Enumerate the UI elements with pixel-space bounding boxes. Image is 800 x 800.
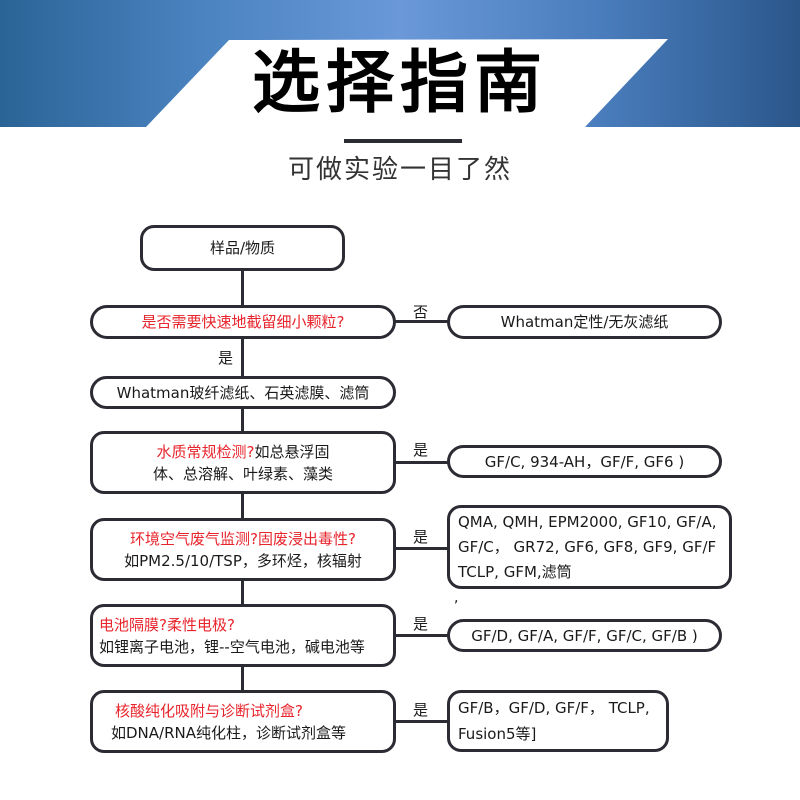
node-water-quality: 水质常规检测?如总悬浮固 体、总溶解、叶绿素、藻类 bbox=[90, 431, 396, 494]
connector-water-air bbox=[241, 493, 244, 519]
node-q1-no-result: Whatman定性/无灰滤纸 bbox=[447, 305, 722, 339]
node-q1-yes-result: Whatman玻纤滤纸、石英滤膜、滤筒 bbox=[90, 376, 396, 409]
node-battery-result-label: GF/D, GF/A, GF/F, GF/C, GF/B ) bbox=[471, 626, 698, 645]
connector-start-q1 bbox=[241, 270, 244, 306]
node-nucleic-question: 核酸纯化吸附与诊断试剂盒? bbox=[115, 701, 303, 720]
title-divider bbox=[344, 139, 462, 143]
node-water-result-label: GF/C, 934-AH，GF/F, GF6 ) bbox=[484, 452, 685, 471]
edge-label-yes-battery: 是 bbox=[413, 615, 429, 633]
page-title: 选择指南 bbox=[251, 44, 548, 123]
node-water-question: 水质常规检测? bbox=[156, 442, 255, 461]
node-air-result-line3: TCLP, GFM,滤筒 bbox=[458, 562, 572, 581]
edge-label-yes-q1: 是 bbox=[218, 349, 234, 367]
page-subtitle: 可做实验一目了然 bbox=[287, 155, 512, 185]
node-q1-no-result-label: Whatman定性/无灰滤纸 bbox=[500, 313, 669, 331]
connector-water-result bbox=[395, 461, 448, 464]
edge-label-yes-water: 是 bbox=[413, 441, 429, 459]
node-q1-question: 是否需要快速地截留细小颗粒? bbox=[90, 305, 396, 339]
stray-comma: , bbox=[454, 590, 459, 606]
node-air-result-line1: QMA, QMH, EPM2000, GF10, GF/A, bbox=[458, 512, 717, 531]
node-nucleic-detail: 如DNA/RNA纯化柱，诊断试剂盒等 bbox=[111, 723, 346, 742]
node-sample-label: 样品/物质 bbox=[209, 239, 276, 257]
edge-label-yes-air: 是 bbox=[413, 528, 429, 546]
node-nucleic-result-line2: Fusion5等] bbox=[458, 725, 537, 743]
connector-nucleic-result bbox=[395, 720, 448, 723]
node-air-result-line2: GF/C， GR72, GF6, GF8, GF9, GF/F bbox=[458, 537, 717, 556]
node-battery-detail: 如锂离子电池，锂--空气电池，碱电池等 bbox=[99, 637, 365, 656]
node-battery-result: GF/D, GF/A, GF/F, GF/C, GF/B ) bbox=[447, 619, 722, 652]
title-panel bbox=[146, 39, 668, 127]
node-water-detail-inline: 如总悬浮固 bbox=[254, 442, 330, 461]
node-q1-yes-result-label: Whatman玻纤滤纸、石英滤膜、滤筒 bbox=[116, 383, 370, 402]
node-sample: 样品/物质 bbox=[140, 225, 345, 271]
node-air-monitoring: 环境空气废气监测?固废浸出毒性? 如PM2.5/10/TSP，多环烃，核辐射 bbox=[90, 518, 396, 581]
connector-glass-water bbox=[241, 408, 244, 432]
node-water-line1: 水质常规检测?如总悬浮固 bbox=[157, 441, 330, 463]
node-q1-label: 是否需要快速地截留细小颗粒? bbox=[141, 313, 345, 331]
connector-battery-nucleic bbox=[241, 666, 244, 691]
node-battery: 电池隔膜?柔性电极? 如锂离子电池，锂--空气电池，碱电池等 bbox=[90, 604, 396, 667]
node-air-detail: 如PM2.5/10/TSP，多环烃，核辐射 bbox=[124, 551, 362, 570]
node-water-result: GF/C, 934-AH，GF/F, GF6 ) bbox=[447, 445, 722, 478]
node-nucleic-acid: 核酸纯化吸附与诊断试剂盒? 如DNA/RNA纯化柱，诊断试剂盒等 bbox=[90, 690, 396, 753]
connector-battery-result bbox=[395, 634, 448, 637]
node-nucleic-result: GF/B，GF/D, GF/F， TCLP, Fusion5等] bbox=[447, 690, 669, 752]
connector-air-battery bbox=[241, 580, 244, 605]
node-air-question: 环境空气废气监测?固废浸出毒性? bbox=[130, 529, 356, 548]
node-air-result: QMA, QMH, EPM2000, GF10, GF/A, GF/C， GR7… bbox=[447, 505, 732, 589]
connector-q1-no bbox=[395, 320, 448, 323]
node-water-detail: 体、总溶解、叶绿素、藻类 bbox=[152, 464, 333, 483]
connector-air-result bbox=[395, 547, 448, 550]
connector-q1-yes bbox=[241, 338, 244, 377]
edge-label-no: 否 bbox=[413, 303, 429, 321]
node-nucleic-result-line1: GF/B，GF/D, GF/F， TCLP, bbox=[458, 699, 650, 717]
edge-label-yes-nucleic: 是 bbox=[413, 701, 429, 719]
node-battery-question: 电池隔膜?柔性电极? bbox=[99, 615, 235, 634]
